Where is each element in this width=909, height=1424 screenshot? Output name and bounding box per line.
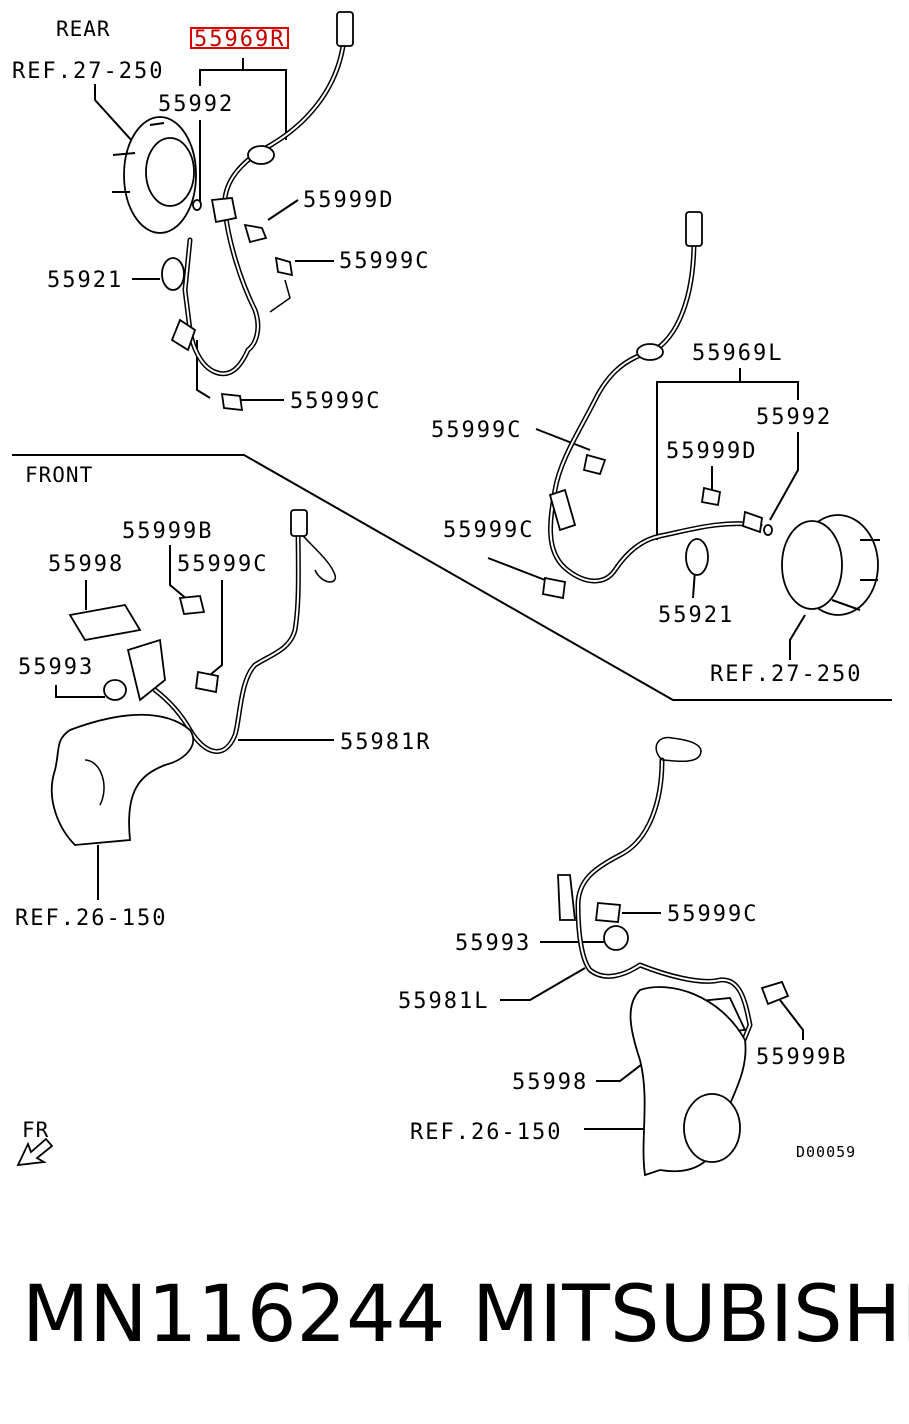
- rear-ref-hub-label[interactable]: REF.27-250: [12, 59, 164, 84]
- section-divider: [12, 454, 892, 701]
- rear-bolt-d-label[interactable]: 55999D: [303, 188, 394, 213]
- front-section-title: FRONT: [25, 463, 93, 487]
- footer-brand: MITSUBISHI: [472, 1270, 909, 1360]
- fl-sensor-label[interactable]: 55981L: [398, 989, 489, 1014]
- rl-bolt-c-lower-label[interactable]: 55999C: [443, 518, 534, 543]
- rear-hub-assembly: [112, 11, 354, 412]
- fr-ref-knuckle-label[interactable]: REF.26-150: [15, 906, 167, 931]
- footer-part-number: MN116244: [22, 1270, 446, 1360]
- rear-grommet-label[interactable]: 55921: [47, 268, 123, 293]
- fr-knuckle-assembly: [50, 509, 337, 846]
- fr-bolt-b-label[interactable]: 55999B: [122, 519, 213, 544]
- fr-bolt-c-label[interactable]: 55999C: [177, 552, 268, 577]
- rl-harness-label[interactable]: 55969L: [692, 341, 783, 366]
- rear-highlighted-part-label[interactable]: 55969R: [194, 27, 285, 52]
- fr-bracket-label[interactable]: 55998: [48, 552, 124, 577]
- rear-leaders: [94, 58, 334, 401]
- rear-sensor-ring-label[interactable]: 55992: [158, 92, 234, 117]
- fl-knuckle-assembly: [557, 736, 790, 1177]
- fl-bolt-b-label[interactable]: 55999B: [756, 1045, 847, 1070]
- rl-bolt-d-label[interactable]: 55999D: [666, 439, 757, 464]
- rear-bolt-c-lower-label[interactable]: 55999C: [290, 389, 381, 414]
- direction-label: FR: [22, 1118, 49, 1142]
- footer: MN116244 MITSUBISHI: [0, 1270, 909, 1370]
- rl-sensor-ring-label[interactable]: 55992: [756, 405, 832, 430]
- rl-bolt-c-upper-label[interactable]: 55999C: [431, 418, 522, 443]
- drawing-code: D00059: [796, 1143, 856, 1161]
- fl-bracket-label[interactable]: 55998: [512, 1070, 588, 1095]
- fl-bolt-c-label[interactable]: 55999C: [667, 902, 758, 927]
- fl-nut-label[interactable]: 55993: [455, 931, 531, 956]
- fl-ref-knuckle-label[interactable]: REF.26-150: [410, 1120, 562, 1145]
- fr-sensor-label[interactable]: 55981R: [340, 730, 431, 755]
- rl-grommet-label[interactable]: 55921: [658, 603, 734, 628]
- highlight-box: [190, 27, 289, 49]
- rear-section-title: REAR: [56, 17, 111, 41]
- rl-leaders: [487, 368, 806, 660]
- fl-leaders: [500, 912, 804, 1130]
- fr-leaders: [55, 545, 334, 900]
- rl-ref-hub-label[interactable]: REF.27-250: [710, 662, 862, 687]
- direction-arrow-icon: [16, 1137, 54, 1167]
- rl-hub-assembly: [542, 211, 880, 616]
- fr-nut-label[interactable]: 55993: [18, 655, 94, 680]
- rear-bolt-c-upper-label[interactable]: 55999C: [339, 249, 430, 274]
